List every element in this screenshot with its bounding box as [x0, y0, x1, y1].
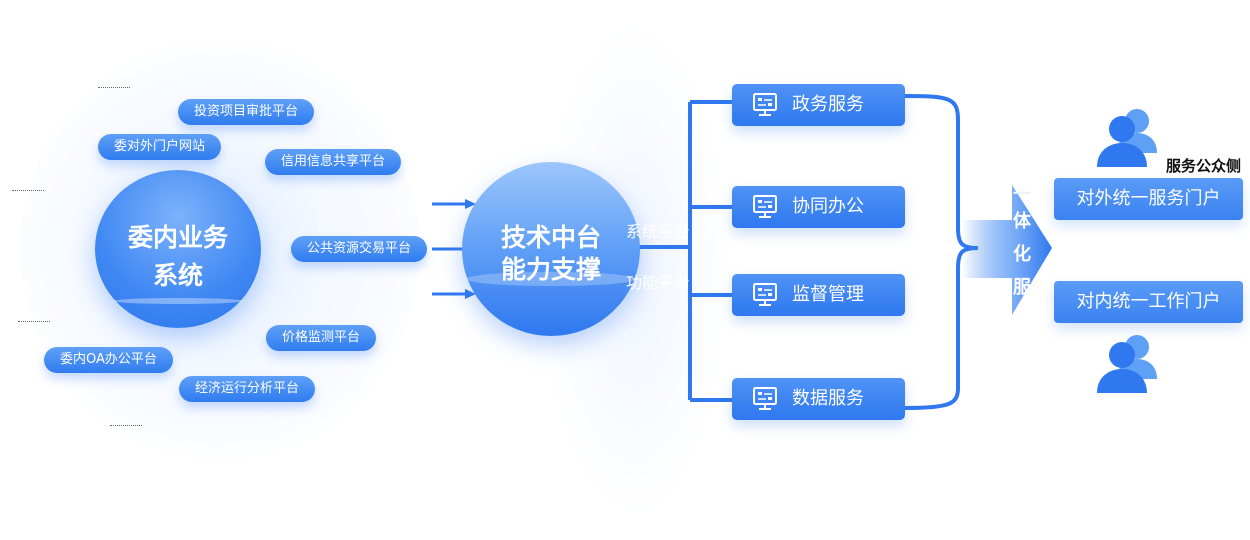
portal-internal[interactable]: 对内统一工作门户	[1054, 281, 1243, 323]
dots-decoration	[12, 190, 44, 192]
integrate-char: 体	[1013, 211, 1031, 232]
integrate-char: 一	[1013, 184, 1031, 205]
service-label: 政务服务	[792, 94, 864, 115]
integrate-char: 服	[1013, 277, 1031, 298]
portal-external[interactable]: 对外统一服务门户	[1054, 178, 1243, 220]
integration-arrow	[962, 185, 1052, 315]
monitor-icon	[753, 93, 777, 116]
core-title-line2: 系统	[152, 261, 203, 290]
integrate-char: 务	[1013, 310, 1031, 331]
tech-middle-platform-circle: 技术中台 能力支撑	[462, 162, 640, 336]
dots-decoration	[110, 425, 142, 427]
dots-decoration	[18, 321, 50, 323]
pill-investment-approval: 投资项目审批平台	[178, 99, 315, 125]
side-label-system: 系统平台	[626, 222, 691, 241]
pill-external-portal: 委对外门户网站	[98, 134, 222, 160]
middle-shine	[466, 272, 636, 286]
service-collab: 协同办公	[732, 186, 905, 228]
user-group-icon	[1097, 335, 1157, 393]
pill-public-resource: 公共资源交易平台	[291, 236, 428, 262]
service-supervise: 监督管理	[732, 274, 905, 316]
pill-price-monitor: 价格监测平台	[266, 325, 377, 351]
public-side-label: 服务公众侧	[1166, 157, 1242, 175]
monitor-icon	[753, 195, 777, 218]
pill-economic-analysis: 经济运行分析平台	[179, 376, 316, 402]
core-shine	[113, 298, 243, 304]
service-label: 数据服务	[792, 388, 864, 409]
pill-credit-sharing: 信用信息共享平台	[265, 149, 402, 175]
user-group-icon	[1097, 109, 1157, 167]
service-data: 数据服务	[732, 378, 905, 420]
pill-oa-office: 委内OA办公平台	[44, 347, 173, 373]
dots-decoration	[98, 87, 130, 89]
monitor-icon	[753, 387, 777, 410]
core-business-circle: 委内业务 系统	[95, 170, 261, 328]
middle-title-line1: 技术中台	[500, 223, 601, 252]
monitor-icon	[753, 283, 777, 306]
core-title-line1: 委内业务	[127, 223, 228, 252]
middle-title-line2: 能力支撑	[500, 255, 601, 284]
integrate-char: 化	[1013, 244, 1031, 265]
side-label-function: 功能平台	[626, 273, 691, 292]
service-tree	[625, 100, 734, 402]
service-label: 协同办公	[792, 196, 864, 217]
service-label: 监督管理	[792, 284, 864, 305]
service-gov: 政务服务	[732, 84, 905, 126]
